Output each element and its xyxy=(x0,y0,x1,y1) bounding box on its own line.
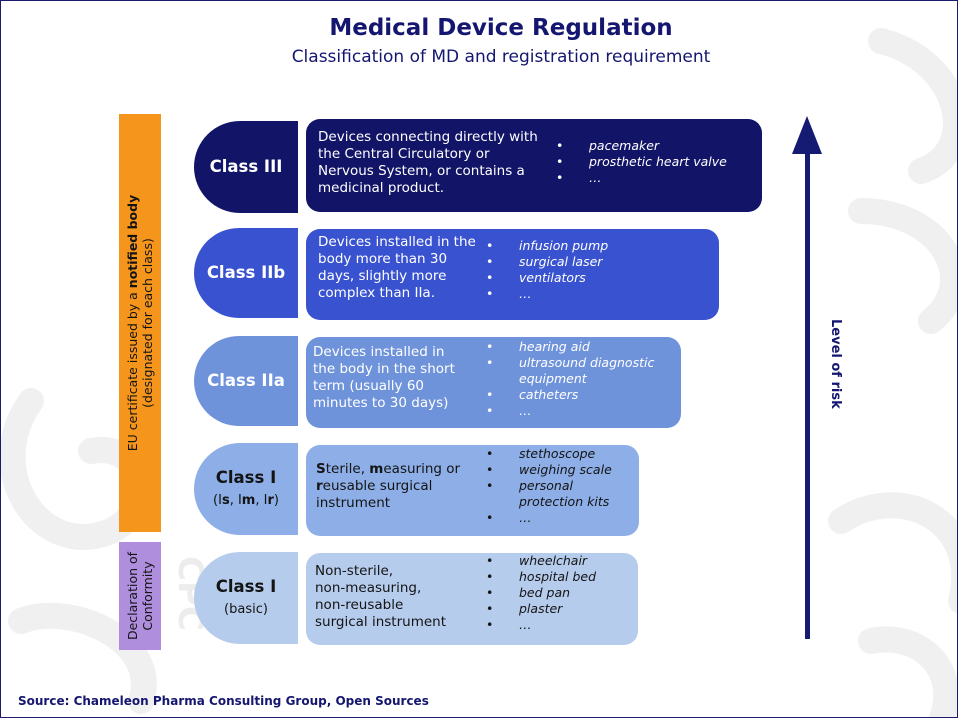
list-item: weighing scale xyxy=(486,462,626,478)
class-i-basic-description: Non-sterile, non-measuring, non-reusable… xyxy=(315,563,447,630)
list-item: pacemaker xyxy=(556,138,727,154)
class-i-basic-examples: wheelchair hospital bed bed pan plaster … xyxy=(486,553,596,633)
class-iia-tab: Class IIa xyxy=(194,336,298,426)
class-iii-box: Devices connecting directly with the Cen… xyxy=(306,119,762,212)
list-item: infusion pump xyxy=(486,238,608,254)
risk-label: Level of risk xyxy=(828,319,843,409)
source-note: Source: Chameleon Pharma Consulting Grou… xyxy=(18,694,429,708)
class-i-special-description: Sterile, measuring or reusable surgical … xyxy=(316,461,461,511)
class-iia-label: Class IIa xyxy=(207,371,285,390)
list-item: stethoscope xyxy=(486,446,626,462)
list-item: … xyxy=(556,170,727,186)
class-iii-tab: Class III xyxy=(194,121,298,213)
list-item: … xyxy=(486,286,608,302)
class-iia-box: Devices installed in the body in the sho… xyxy=(306,337,681,428)
class-i-special-box: Sterile, measuring or reusable surgical … xyxy=(306,445,639,536)
class-iia-examples: hearing aid ultrasound diagnostic equipm… xyxy=(486,339,671,419)
class-iii-description: Devices connecting directly with the Cen… xyxy=(318,129,538,196)
class-iib-box: Devices installed in the body more than … xyxy=(306,229,719,320)
list-item: … xyxy=(486,403,671,419)
class-iib-label: Class IIb xyxy=(206,263,286,282)
class-iib-examples: infusion pump surgical laser ventilators… xyxy=(486,238,608,302)
list-item: ultrasound diagnostic equipment xyxy=(486,355,671,387)
class-i-special-examples: stethoscope weighing scale personal prot… xyxy=(486,446,626,526)
class-iii-label: Class III xyxy=(209,157,283,176)
notified-body-text: EU certificate issued by a notified body… xyxy=(125,195,155,451)
list-item: … xyxy=(486,617,596,633)
class-i-basic-box: Non-sterile, non-measuring, non-reusable… xyxy=(306,553,638,645)
list-item: bed pan xyxy=(486,585,596,601)
class-iib-description: Devices installed in the body more than … xyxy=(318,234,476,301)
declaration-text: Declaration of Conformity xyxy=(125,552,155,640)
page-subtitle: Classification of MD and registration re… xyxy=(291,47,711,67)
declaration-line1: Declaration of xyxy=(125,551,140,641)
notified-body-label: EU certificate issued by a notified body… xyxy=(119,114,161,532)
list-item: wheelchair xyxy=(486,553,596,569)
designated-text: (designated for each class) xyxy=(140,238,155,408)
list-item: hospital bed xyxy=(486,569,596,585)
class-iii-examples: pacemaker prosthetic heart valve … xyxy=(556,138,727,186)
declaration-of-conformity-label: Declaration of Conformity xyxy=(119,542,161,650)
class-i-basic-sub: (basic) xyxy=(224,602,268,617)
notified-body-bold: notified body xyxy=(125,194,140,289)
class-iia-description: Devices installed in the body in the sho… xyxy=(313,344,455,411)
class-i-special-tab: Class I (Is, Im, Ir) xyxy=(194,443,298,535)
list-item: hearing aid xyxy=(486,339,671,355)
class-iib-tab: Class IIb xyxy=(194,228,298,318)
eu-cert-text: EU certificate issued by a xyxy=(125,288,140,452)
class-i-basic-tab: Class I (basic) xyxy=(194,552,298,644)
class-i-special-label: Class I xyxy=(215,468,277,487)
page-title: Medical Device Regulation xyxy=(329,15,673,41)
class-i-subtypes: (Is, Im, Ir) xyxy=(213,493,279,508)
list-item: … xyxy=(486,510,626,526)
list-item: prosthetic heart valve xyxy=(556,154,727,170)
class-i-basic-label: Class I xyxy=(215,577,277,596)
list-item: catheters xyxy=(486,387,671,403)
list-item: ventilators xyxy=(486,270,608,286)
list-item: personal protection kits xyxy=(486,478,626,510)
declaration-line2: Conformity xyxy=(140,561,155,631)
list-item: surgical laser xyxy=(486,254,608,270)
list-item: plaster xyxy=(486,601,596,617)
risk-arrow-shaft xyxy=(805,145,810,639)
